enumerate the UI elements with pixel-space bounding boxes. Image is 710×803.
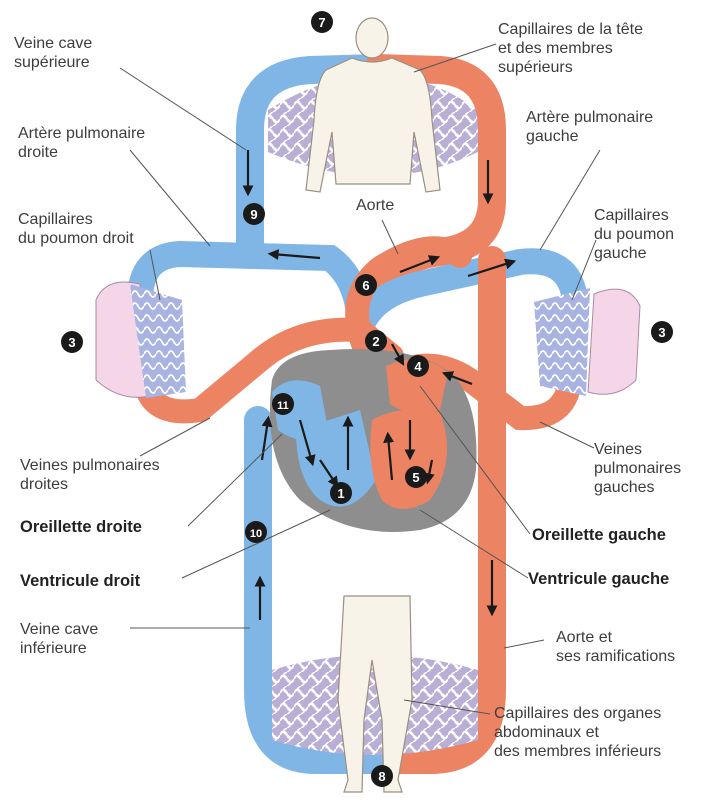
marker-4: 4 (407, 355, 429, 377)
label-oreillette-gauche: Oreillette gauche (532, 526, 666, 545)
marker-3-right: 3 (651, 321, 673, 343)
svg-text:3: 3 (68, 335, 75, 350)
label-aorte: Aorte (356, 196, 394, 215)
leader-vpd (140, 418, 210, 456)
svg-text:8: 8 (378, 769, 385, 784)
leader-aorte-ram (504, 640, 544, 648)
label-oreillette-droite: Oreillette droite (20, 518, 142, 537)
left-lung (534, 288, 640, 396)
leader-apg (540, 150, 600, 250)
right-lung (96, 282, 186, 398)
marker-8: 8 (371, 765, 393, 787)
marker-3-left: 3 (61, 331, 83, 353)
svg-text:9: 9 (250, 207, 257, 222)
marker-6: 6 (355, 274, 377, 296)
svg-text:11: 11 (277, 400, 289, 412)
svg-text:4: 4 (414, 359, 422, 374)
svg-text:10: 10 (250, 528, 262, 540)
svg-text:1: 1 (337, 486, 344, 501)
svg-text:6: 6 (362, 278, 369, 293)
heart (270, 349, 477, 532)
marker-7: 7 (311, 11, 333, 33)
marker-1: 1 (330, 482, 352, 504)
label-ventricule-droit: Ventricule droit (20, 572, 140, 591)
marker-2: 2 (365, 330, 387, 352)
label-ventricule-gauche: Ventricule gauche (528, 570, 669, 589)
svg-text:5: 5 (412, 470, 419, 485)
marker-5: 5 (405, 466, 427, 488)
leader-vpg (540, 422, 594, 448)
marker-9: 9 (243, 203, 265, 225)
marker-11: 11 (272, 393, 294, 415)
svg-text:3: 3 (658, 325, 665, 340)
marker-10: 10 (245, 521, 267, 543)
svg-text:2: 2 (372, 334, 379, 349)
leader-apd (130, 150, 210, 246)
svg-text:7: 7 (318, 15, 325, 30)
leader-vg (420, 510, 528, 578)
